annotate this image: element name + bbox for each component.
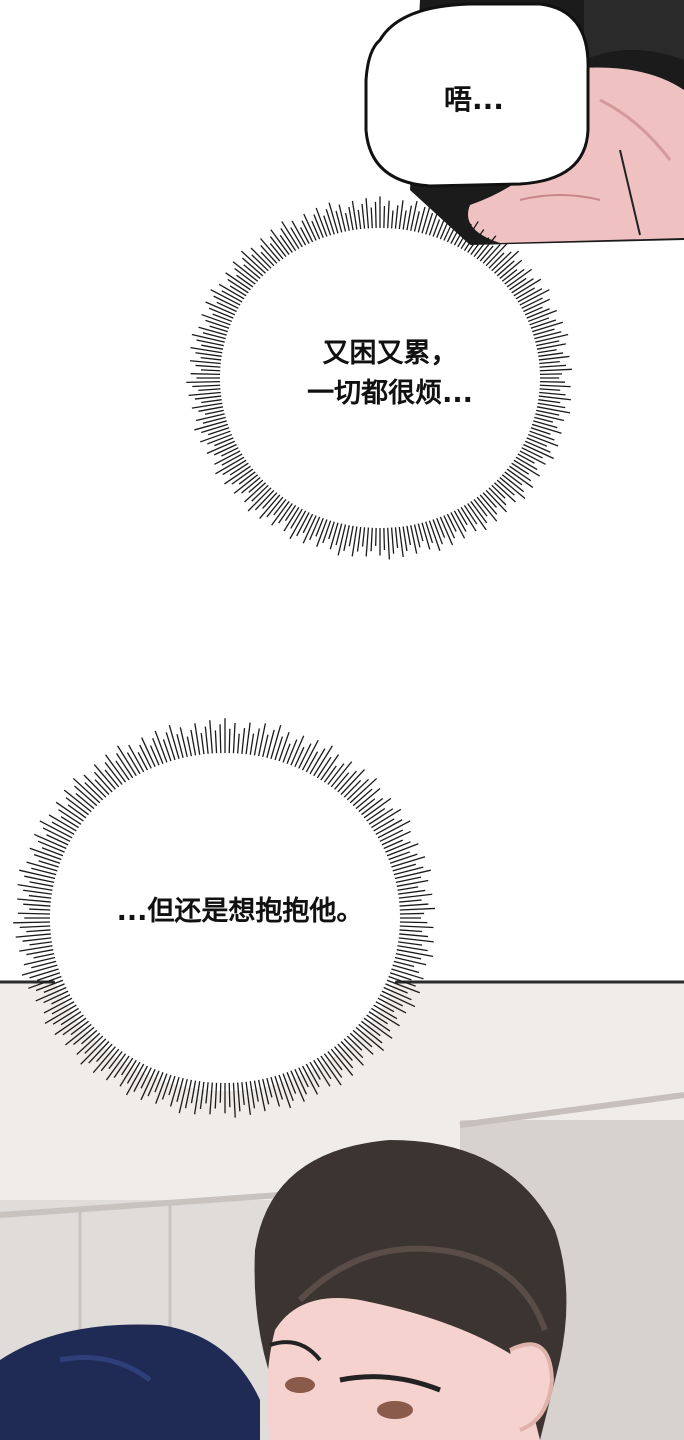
thought-bubble-text-1: 又困又累， 一切都很烦... bbox=[270, 334, 510, 414]
thought-bubble-text-2: ...但还是想抱抱他。 bbox=[116, 896, 364, 927]
thought-bubble-burst-1 bbox=[186, 196, 573, 560]
thought-line-1: 又困又累， bbox=[322, 338, 458, 369]
speech-bubble bbox=[364, 2, 590, 188]
thought-bubble-burst-2 bbox=[13, 718, 436, 1118]
speech-bubble-text: 唔... bbox=[444, 83, 504, 116]
bottom-panel-illustration bbox=[0, 980, 684, 1440]
thought-line-2: 一切都很烦... bbox=[307, 378, 473, 409]
